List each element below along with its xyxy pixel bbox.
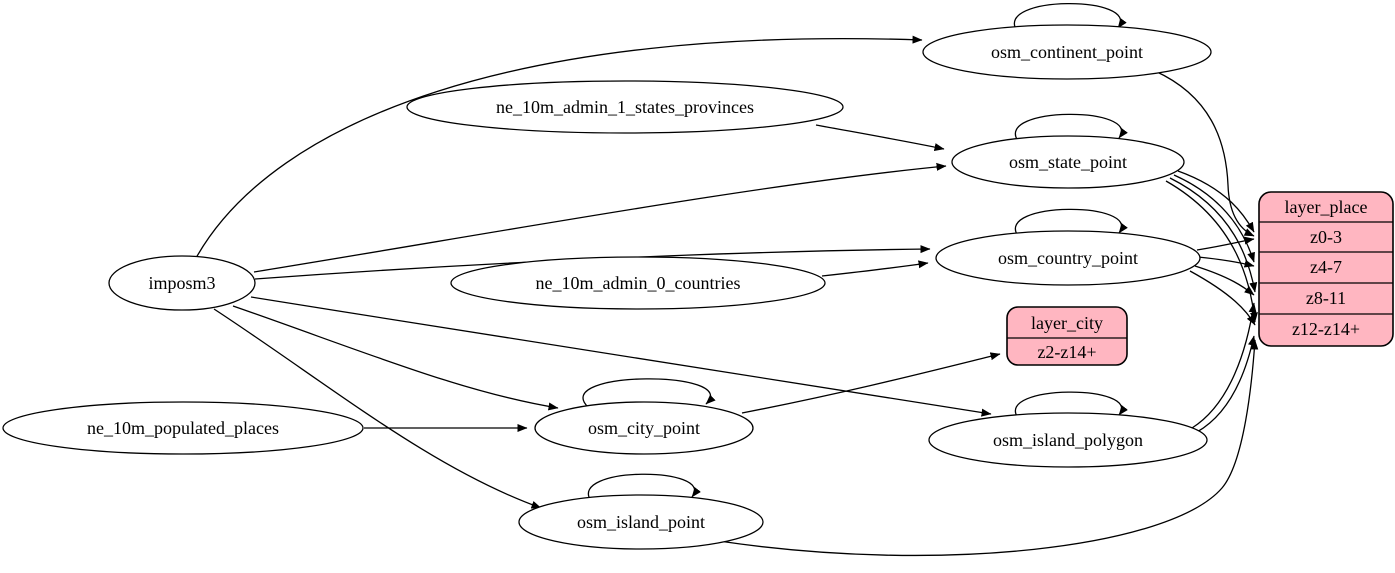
node-osm-island-polygon: osm_island_polygon xyxy=(928,412,1208,468)
country-shape xyxy=(935,230,1201,286)
layer-city-box xyxy=(1006,306,1128,366)
edge-country-to-z8-11 xyxy=(1194,265,1255,296)
node-imposm3: imposm3 xyxy=(108,255,256,311)
country-label: osm_country_point xyxy=(998,248,1138,268)
ne-states-label: ne_10m_admin_1_states_provinces xyxy=(496,97,754,117)
layer-place-row-z12-z14: z12-z14+ xyxy=(1292,319,1360,339)
ne-countries-label: ne_10m_admin_0_countries xyxy=(536,273,741,293)
selfloop-osm-continent-point xyxy=(1013,2,1127,32)
edge-country-to-z0-3 xyxy=(1196,236,1255,251)
node-osm-island-point: osm_island_point xyxy=(518,494,764,550)
ne-places-label: ne_10m_populated_places xyxy=(87,418,279,438)
edge-state-to-z4-7 xyxy=(1173,174,1255,263)
edge-state-to-z8-11 xyxy=(1169,177,1258,293)
state-shape xyxy=(951,135,1185,189)
layer-city-title: layer_city xyxy=(1031,313,1103,333)
record-layer-city: layer_city z2-z14+ xyxy=(1006,306,1128,366)
selfloop-osm-island-polygon xyxy=(1014,391,1128,419)
layer-place-title: layer_place xyxy=(1285,197,1368,217)
node-ne-10m-populated-places: ne_10m_populated_places xyxy=(2,401,364,455)
ne-places-shape xyxy=(2,401,364,455)
island-point-shape xyxy=(518,494,764,550)
edge-continent-to-z0-3 xyxy=(1154,70,1255,237)
layer-place-row-z8-11: z8-11 xyxy=(1306,288,1346,308)
layer-city-row-z2-z14: z2-z14+ xyxy=(1037,342,1096,362)
record-layer-place: layer_place z0-3 z4-7 z8-11 z12-z14+ xyxy=(1258,191,1394,347)
state-label: osm_state_point xyxy=(1009,152,1127,172)
edge-city-to-layer-city-z2-z14 xyxy=(741,352,1001,414)
island-point-label: osm_island_point xyxy=(577,512,705,532)
edge-country-to-z4-7 xyxy=(1197,256,1255,268)
selfloop-osm-country-point xyxy=(1014,208,1128,237)
edge-imposm3-to-osm-continent-point xyxy=(195,35,923,259)
layer-place-box xyxy=(1258,191,1394,347)
node-osm-city-point: osm_city_point xyxy=(534,401,754,455)
city-shape xyxy=(534,401,754,455)
layer-place-row-z0-3: z0-3 xyxy=(1310,227,1342,247)
edge-state-to-z0-3 xyxy=(1177,170,1255,233)
layer-place-row-z4-7: z4-7 xyxy=(1310,257,1342,277)
ne-states-shape xyxy=(406,80,844,134)
edge-imposm3-to-osm-island-polygon xyxy=(250,296,992,417)
selfloop-osm-state-point xyxy=(1014,113,1128,142)
island-polygon-shape xyxy=(928,412,1208,468)
edge-country-to-z12-z14 xyxy=(1189,270,1256,326)
node-osm-continent-point: osm_continent_point xyxy=(922,24,1212,80)
continent-shape xyxy=(922,24,1212,80)
ne-countries-shape xyxy=(450,256,826,310)
edge-ne-countries-to-osm-country-point xyxy=(821,260,929,277)
selfloop-osm-city-point xyxy=(582,378,716,408)
edge-island-point-to-z12-z14 xyxy=(718,339,1259,557)
imposm3-label: imposm3 xyxy=(148,273,215,293)
edge-imposm3-to-osm-city-point xyxy=(232,305,559,411)
edge-island-polygon-to-z8-11 xyxy=(1191,302,1257,429)
island-polygon-label: osm_island_polygon xyxy=(993,430,1143,450)
edge-ne-states-to-osm-state-point xyxy=(815,124,945,152)
city-label: osm_city_point xyxy=(588,418,700,438)
imposm3-shape xyxy=(108,255,256,311)
node-osm-state-point: osm_state_point xyxy=(951,135,1185,189)
edge-imposm3-to-osm-island-point xyxy=(213,308,542,509)
selfloop-osm-island-point xyxy=(587,473,701,502)
continent-label: osm_continent_point xyxy=(991,42,1143,62)
node-ne-10m-admin-0-countries: ne_10m_admin_0_countries xyxy=(450,256,826,310)
edge-imposm3-to-osm-state-point xyxy=(253,162,947,273)
node-ne-10m-admin-1-states-provinces: ne_10m_admin_1_states_provinces xyxy=(406,80,844,134)
node-osm-country-point: osm_country_point xyxy=(935,230,1201,286)
